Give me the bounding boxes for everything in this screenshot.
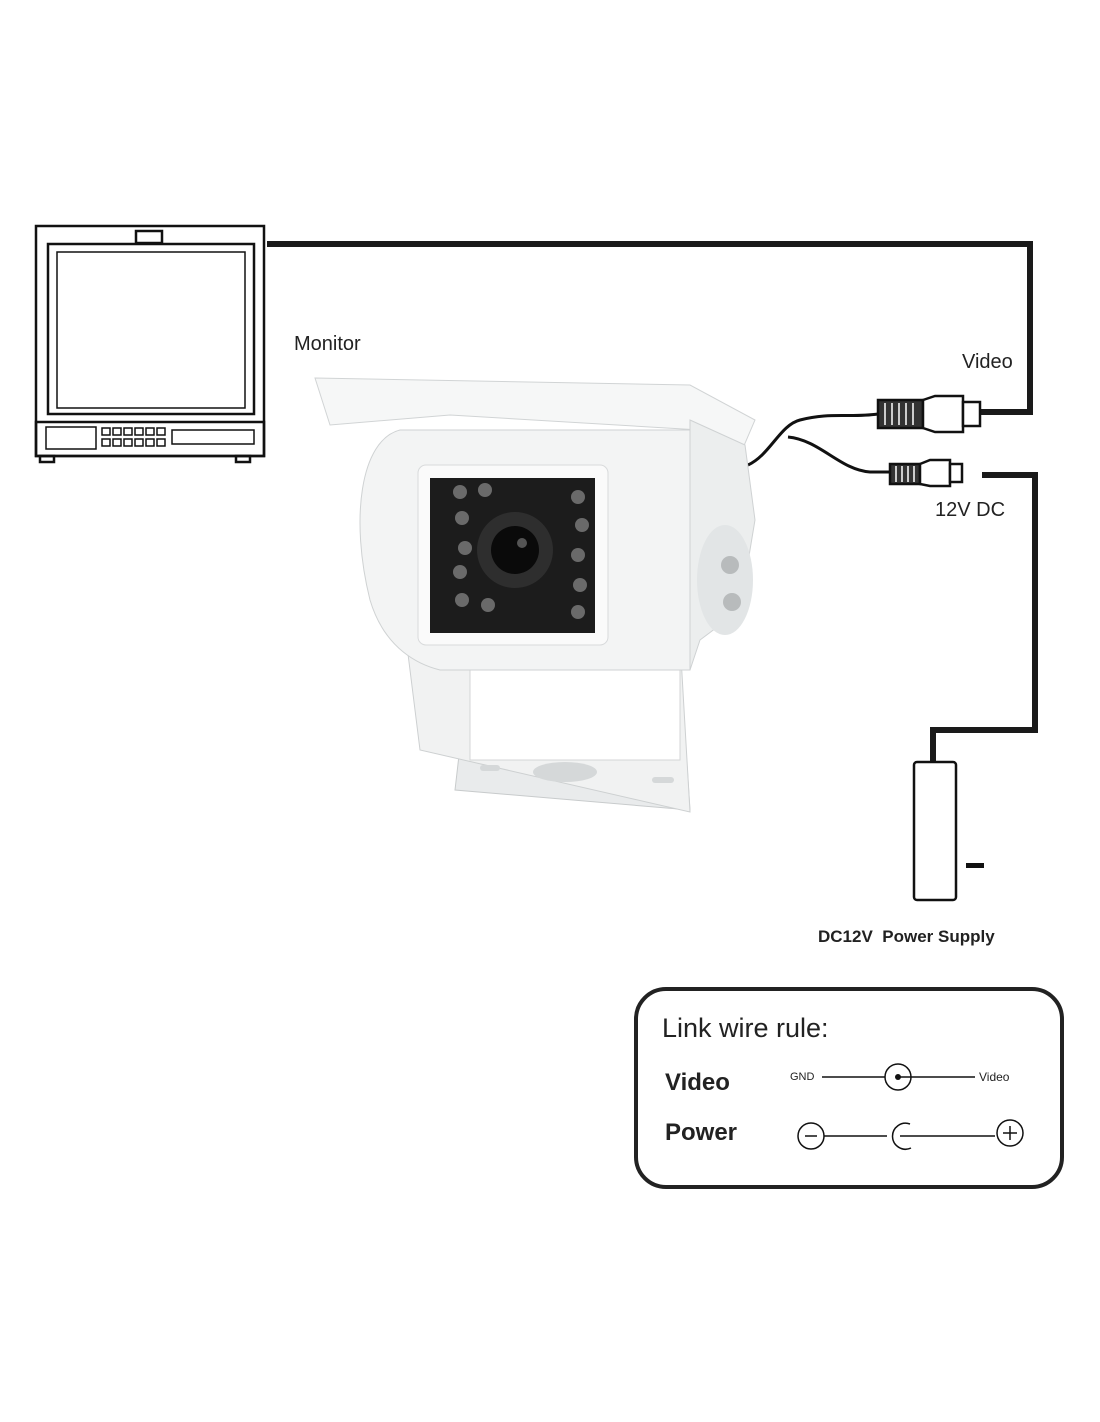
camera-cables xyxy=(747,412,890,474)
dc12v-label: 12V DC xyxy=(935,499,1006,521)
plus-terminal-icon xyxy=(996,1119,1024,1147)
monitor-label: Monitor xyxy=(294,333,361,355)
camera-image xyxy=(314,377,756,813)
power-wire xyxy=(930,472,1038,762)
power-dc-connector xyxy=(888,458,964,488)
monitor-icon xyxy=(34,224,266,464)
video-rca-connector xyxy=(876,394,982,434)
video-label: Video xyxy=(962,351,1013,373)
legend-title: Link wire rule: xyxy=(662,1013,829,1043)
gnd-pin-label: GND xyxy=(790,1071,815,1083)
link-wire-rule-box xyxy=(634,987,1064,1189)
dc-plug-icon xyxy=(891,1122,912,1150)
video-wire xyxy=(267,241,1033,415)
power-supply-label: DC12V Power Supply xyxy=(818,927,995,946)
legend-power-label: Power xyxy=(665,1119,738,1146)
video-pin-label: Video xyxy=(979,1070,1010,1084)
legend-video-label: Video xyxy=(665,1069,730,1096)
power-supply-icon xyxy=(912,760,984,902)
